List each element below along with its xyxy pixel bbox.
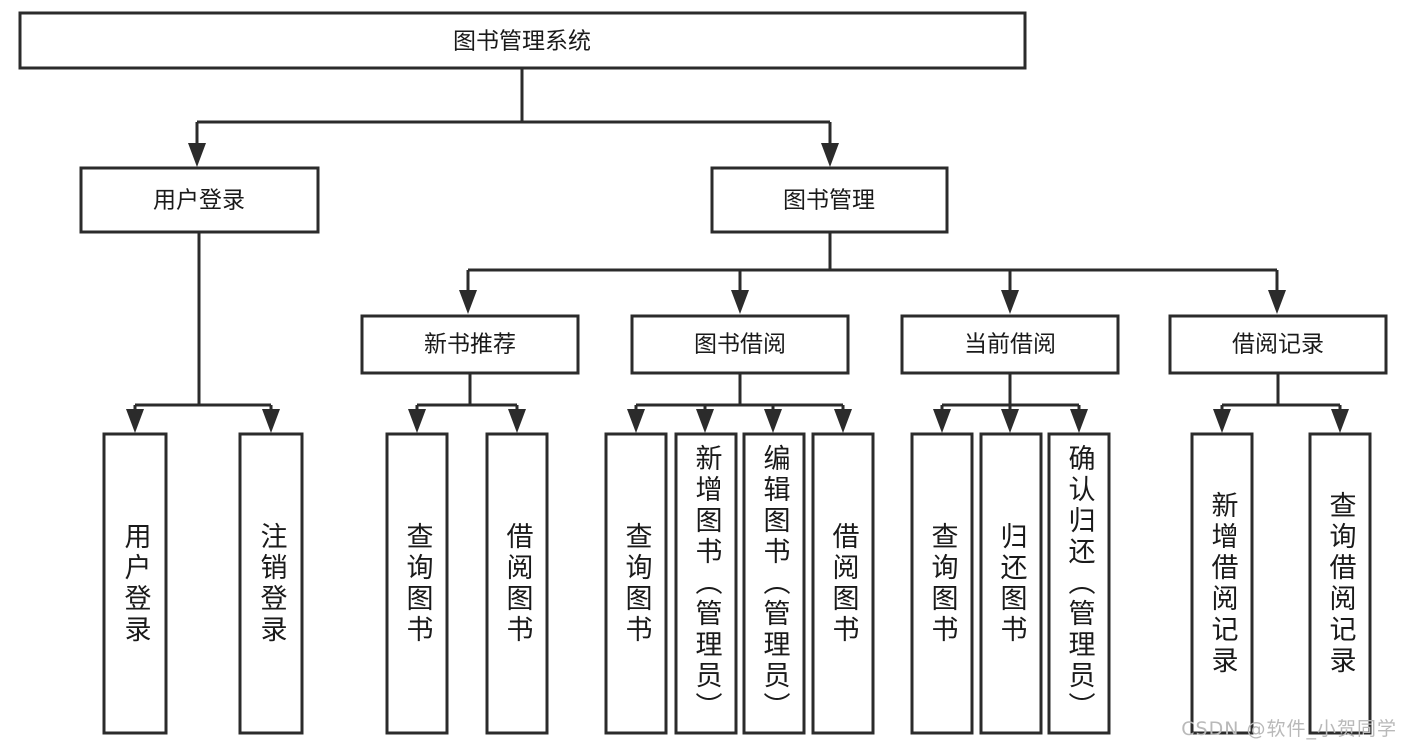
connector-user-login-to-leaves	[126, 232, 280, 433]
connector-new-book-to-leaves	[408, 373, 526, 433]
connector-current-borrow-to-leaves	[933, 373, 1088, 433]
csdn-watermark: CSDN @软件_小贺同学	[1181, 718, 1397, 740]
leaf-node-borrowrecord-add[interactable]	[1190, 432, 1254, 735]
leaf-node-currentborrow-confirm[interactable]	[1047, 432, 1111, 735]
leaf-node-currentborrow-query[interactable]	[910, 432, 974, 735]
leaf-node-bookborrow-edit[interactable]	[742, 432, 806, 735]
leaf-node-bookborrow-add[interactable]	[674, 432, 738, 735]
node-user-login-label: 用户登录	[153, 188, 245, 214]
connector-borrow-record-to-leaves	[1213, 373, 1349, 433]
leaf-node-currentborrow-return[interactable]	[979, 432, 1043, 735]
leaf-node-bookborrow-query[interactable]	[604, 432, 668, 735]
connector-book-borrow-to-leaves	[627, 373, 852, 433]
node-borrow-record-label: 借阅记录	[1232, 332, 1324, 358]
node-book-management[interactable]: 图书管理	[710, 166, 949, 234]
node-book-borrow-label: 图书借阅	[694, 332, 786, 358]
leaf-node-bookborrow-borrow[interactable]	[811, 432, 875, 735]
leaf-node-newbook-borrow[interactable]	[485, 432, 549, 735]
leaf-node-newbook-query[interactable]	[385, 432, 449, 735]
leaf-node-user-login-logout[interactable]	[238, 432, 304, 735]
connector-root-to-level2	[188, 68, 839, 167]
node-new-book-recommend-label: 新书推荐	[424, 332, 516, 358]
leaf-node-borrowrecord-query[interactable]	[1308, 432, 1372, 735]
node-new-book-recommend[interactable]: 新书推荐	[360, 314, 580, 375]
node-book-borrow[interactable]: 图书借阅	[630, 314, 850, 375]
node-user-login[interactable]: 用户登录	[79, 166, 320, 234]
node-root-label: 图书管理系统	[453, 29, 591, 55]
connector-book-manage-to-level3	[459, 232, 1286, 314]
leaf-node-user-login-login[interactable]	[102, 432, 168, 735]
node-borrow-record[interactable]: 借阅记录	[1168, 314, 1388, 375]
node-root-system[interactable]: 图书管理系统	[18, 11, 1027, 70]
node-current-borrow[interactable]: 当前借阅	[900, 314, 1120, 375]
node-current-borrow-label: 当前借阅	[964, 332, 1056, 358]
node-book-management-label: 图书管理	[783, 188, 875, 214]
